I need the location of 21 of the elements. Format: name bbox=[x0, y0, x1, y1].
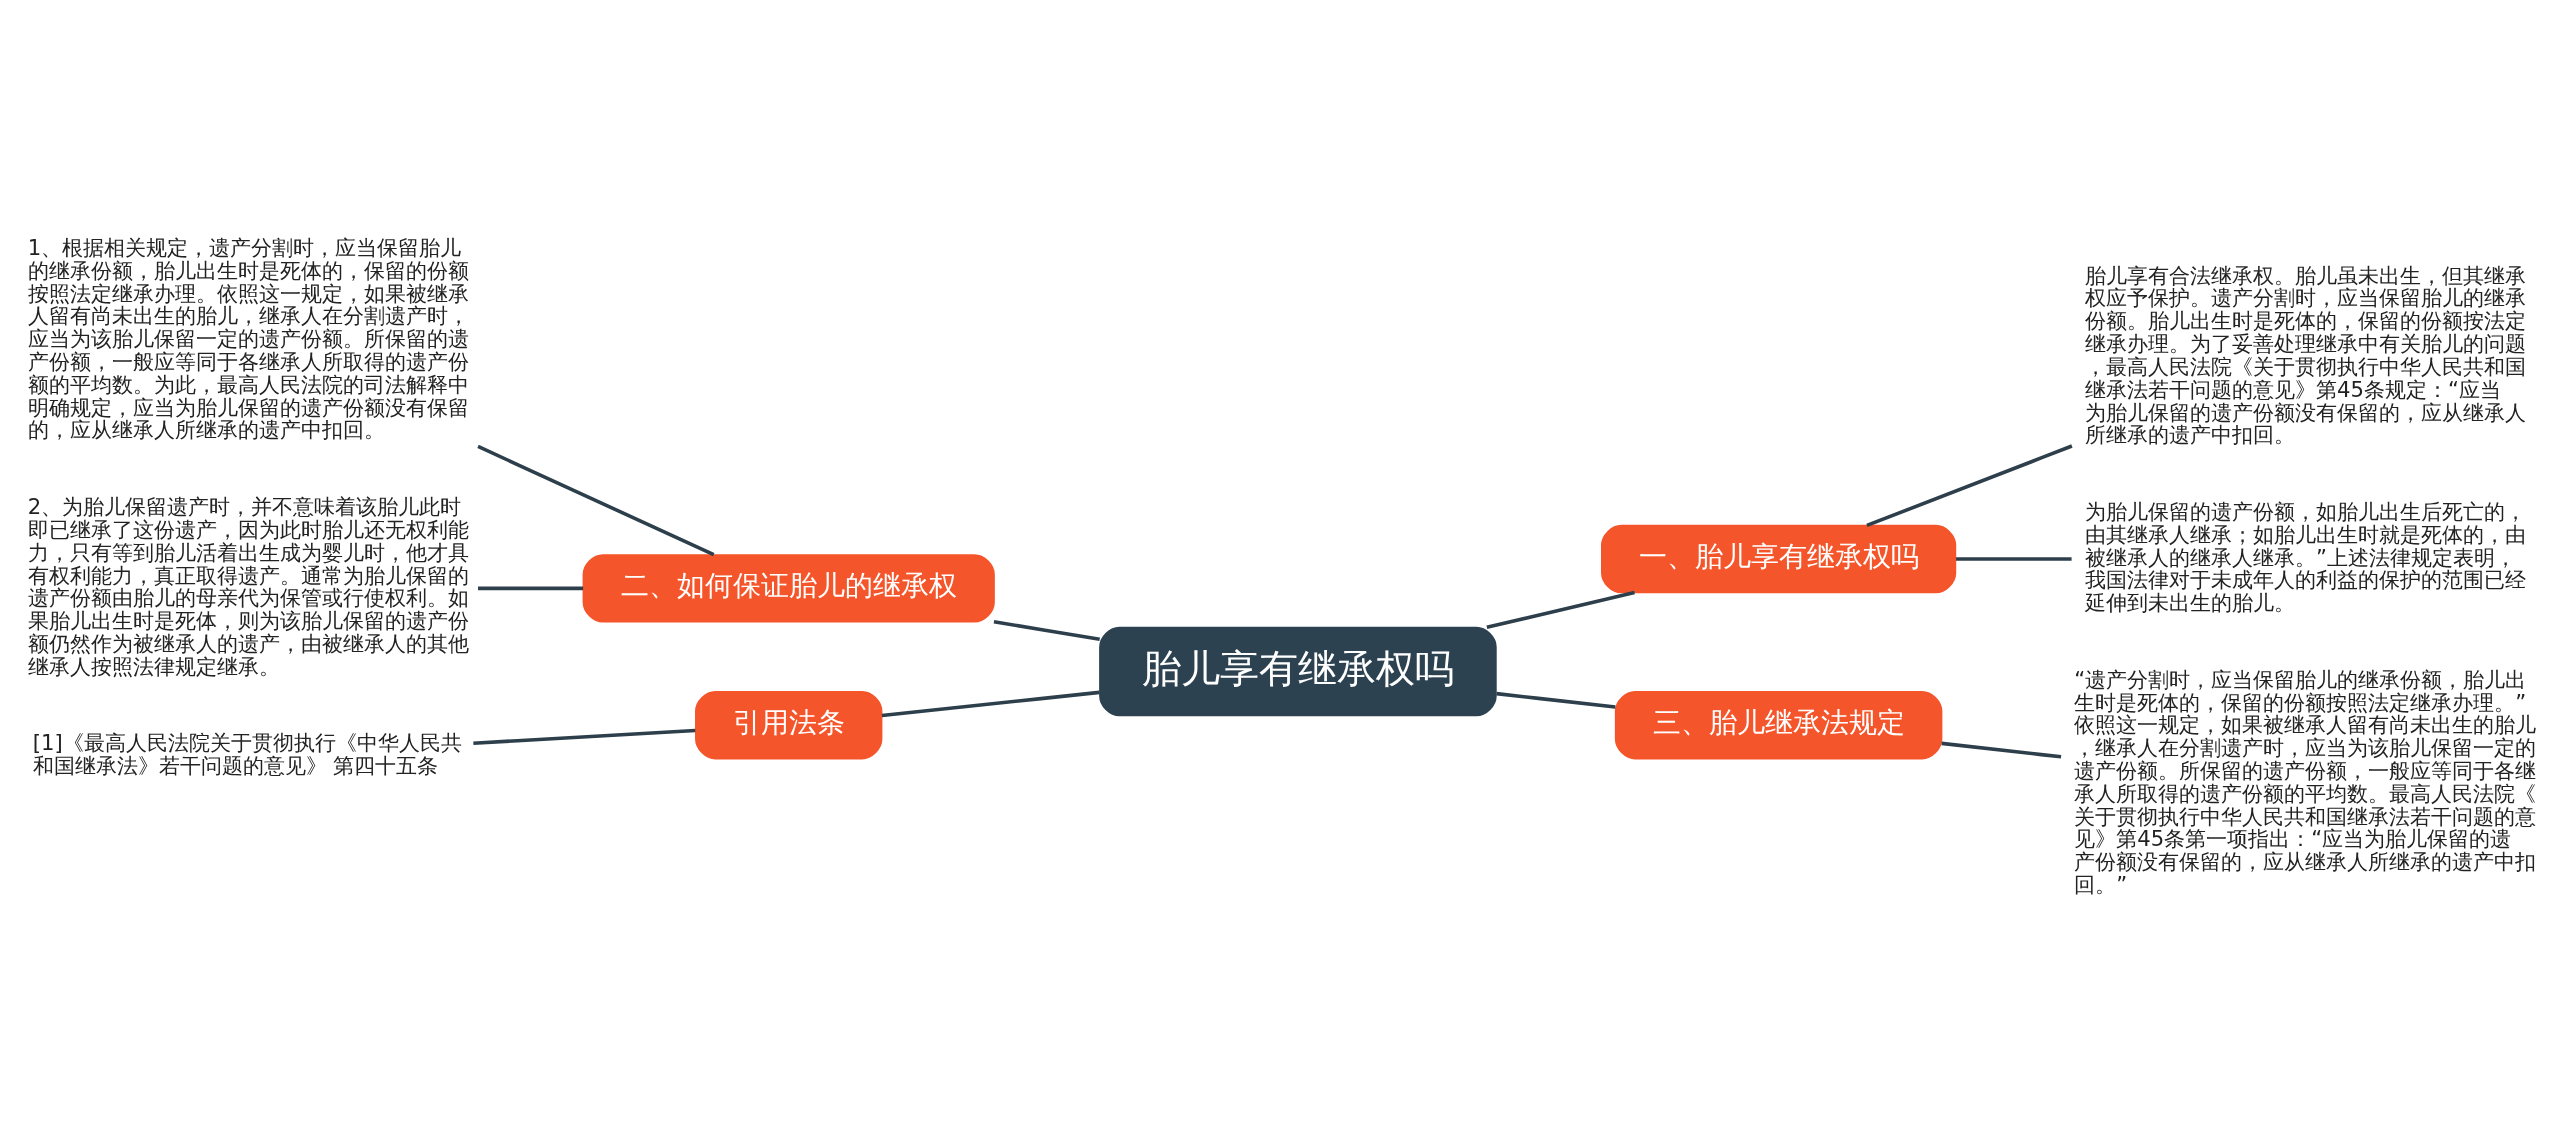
node-text: 2、为胎儿保留遗产时，并不意味着该胎儿此时即已继承了这份遗产，因为此时胎儿还无权利能力，只有等到胎儿活着出生成为婴儿时，他才具有权利能力，真正取得遗产。通常为胎儿保留的遗产份额由胎儿的母亲代为保管或行使权利。如果胎儿出生时是死体，则为该胎儿保留的遗产份额仍然作为被继承人的遗产，由被继承人的其他继承人按照法律规定继承。 bbox=[27, 494, 469, 679]
connector bbox=[477, 444, 715, 557]
node-box: 胎儿享有继承权吗 bbox=[1099, 626, 1497, 717]
connector bbox=[993, 620, 1100, 641]
connector bbox=[1486, 590, 1635, 630]
connector bbox=[478, 586, 584, 591]
connector bbox=[881, 690, 1100, 718]
connector bbox=[1866, 444, 2073, 528]
connector bbox=[1956, 557, 2072, 561]
node-box: 引用法条 bbox=[695, 691, 883, 760]
node-text: 1、根据相关规定，遗产分割时，应当保留胎儿的继承份额，胎儿出生时是死体的，保留的份额按照法定继承办理。依照这一规定，如果被继承人留有尚未出生的胎儿，继承人在分割遗产时，应当为该胎儿保留一定的遗产份额。所保留的遗产份额，一般应等同于各继承人所取得的遗产份额的平均数。为此，最高人民法院的司法解释中明确规定，应当为胎儿保留的遗产份额没有保留的，应从继承人所继承的遗产中扣回。 bbox=[27, 234, 469, 443]
node-text: [1]《最高人民法院关于贯彻执行《中华人民共和国继承法》若干问题的意见》 第四十五条 bbox=[32, 730, 462, 779]
connector bbox=[1941, 741, 2062, 759]
node-text: 胎儿享有合法继承权。胎儿虽未出生，但其继承权应予保护。遗产分割时，应当保留胎儿的继承份额。胎儿出生时是死体的，保留的份额按法定继承办理。为了妥善处理继承中有关胎儿的问题，最高人民法院《关于贯彻执行中华人民共和国继承法若干问题的意见》第45条规定：“应当为胎儿保留的遗产份额没有保留的，应从继承人所继承的遗产中扣回。 bbox=[2084, 262, 2526, 448]
connector bbox=[473, 728, 696, 746]
node-box: 二、如何保证胎儿的继承权 bbox=[582, 554, 995, 623]
connector bbox=[1496, 691, 1616, 709]
node-box: 三、胎儿继承法规定 bbox=[1614, 691, 1943, 760]
node-text: 为胎儿保留的遗产份额，如胎儿出生后死亡的，由其继承人继承；如胎儿出生时就是死体的，由被继承人的继承人继承。”上述法律规定表明，我国法律对于未成年人的利益的保护的范围已经延伸到未出生的胎儿。 bbox=[2084, 498, 2526, 616]
node-box: 一、胎儿享有继承权吗 bbox=[1601, 524, 1957, 594]
node-text: “遗产分割时，应当保留胎儿的继承份额，胎儿出生时是死体的，保留的份额按照法定继承办理。”依照这一规定，如果被继承人留有尚未出生的胎儿，继承人在分割遗产时，应当为该胎儿保留一定的遗产份额。所保留的遗产份额，一般应等同于各继承人所取得的遗产份额的平均数。最高人民法院《关于贯彻执行中华人民共和国继承法若干问题的意见》第45条第一项指出：“应当为胎儿保留的遗产份额没有保留的，应从继承人所继承的遗产中扣回。” bbox=[2074, 666, 2537, 898]
